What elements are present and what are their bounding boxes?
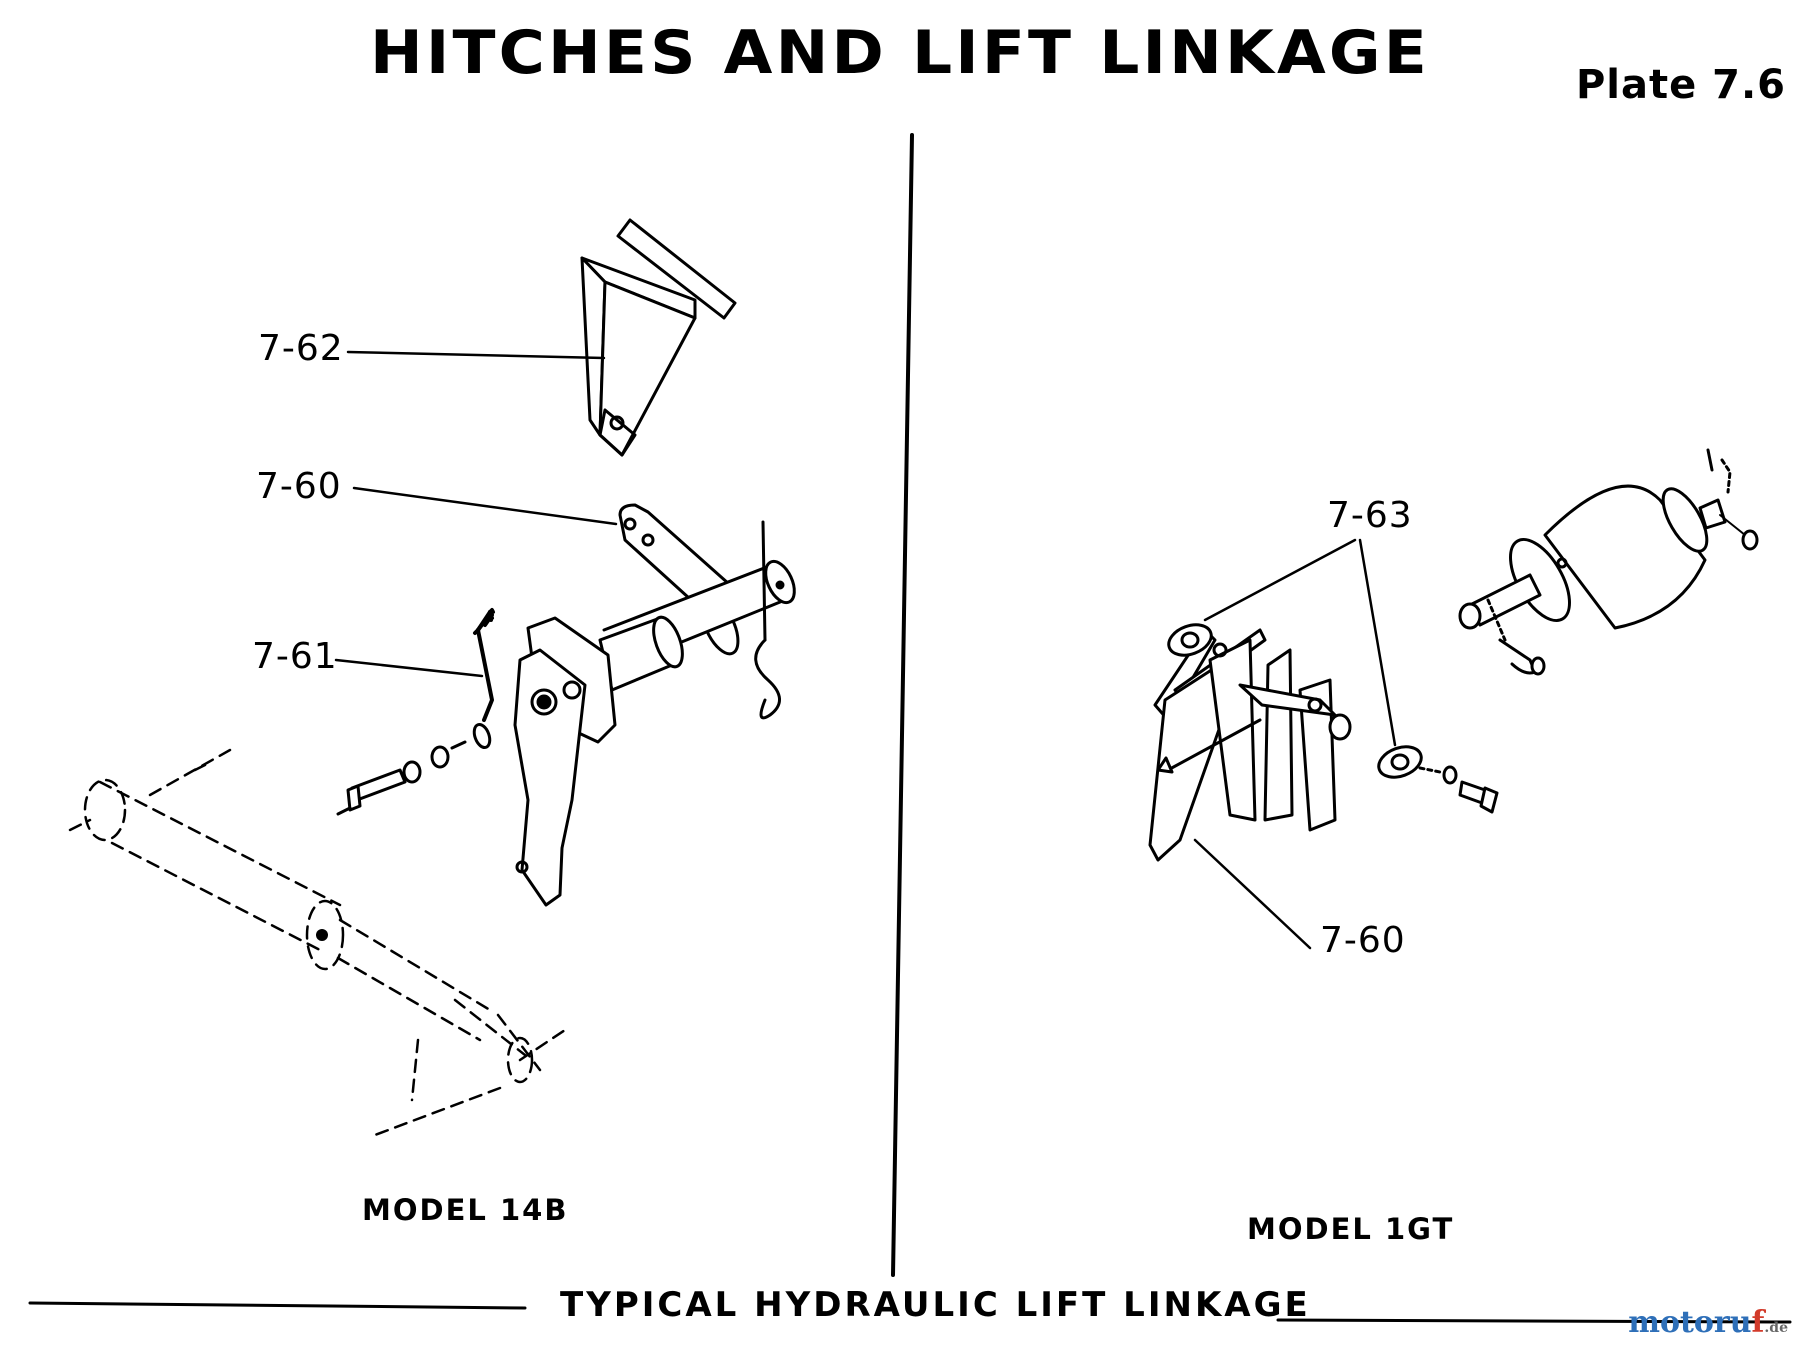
leader-7-60-right bbox=[1193, 838, 1312, 950]
callout-7-60-left: 7-60 bbox=[256, 466, 342, 507]
cylinder-pin bbox=[316, 929, 328, 941]
rockshaft-arm bbox=[513, 616, 617, 907]
bolt-assembly-right bbox=[1418, 765, 1499, 814]
hairpin-cotter-left bbox=[754, 520, 781, 720]
leader-7-60-left bbox=[352, 486, 618, 526]
bolt-assembly-left bbox=[336, 740, 467, 816]
panel-divider bbox=[891, 133, 914, 1277]
leader-7-61 bbox=[334, 658, 484, 678]
bushings-7-63 bbox=[1167, 623, 1423, 779]
caption-rule-left bbox=[28, 1301, 527, 1310]
hydraulic-cylinder-right bbox=[1458, 448, 1759, 676]
footer-caption: TYPICAL HYDRAULIC LIFT LINKAGE bbox=[560, 1285, 1311, 1325]
lift-arm-7-60 bbox=[598, 503, 796, 692]
leader-7-63-a bbox=[1203, 538, 1357, 622]
model-label-right: MODEL 1GT bbox=[1247, 1212, 1455, 1246]
callout-7-60-right: 7-60 bbox=[1320, 920, 1406, 961]
callout-7-62: 7-62 bbox=[258, 328, 344, 369]
hydraulic-cylinder-dashed bbox=[68, 748, 567, 1137]
model-label-left: MODEL 14B bbox=[362, 1193, 569, 1227]
plate-number: Plate 7.6 bbox=[1575, 62, 1786, 108]
watermark-logo: motoruf.de bbox=[1628, 1305, 1788, 1340]
watermark-accent: f bbox=[1751, 1305, 1765, 1340]
leader-7-62 bbox=[346, 350, 606, 360]
watermark-suffix: .de bbox=[1764, 1320, 1788, 1336]
callout-7-63: 7-63 bbox=[1327, 495, 1413, 536]
page-title: HITCHES AND LIFT LINKAGE bbox=[370, 18, 1430, 88]
bracket-7-62 bbox=[580, 218, 737, 457]
caption-rule-right bbox=[1276, 1318, 1792, 1324]
lift-linkage-frame bbox=[1148, 628, 1352, 862]
rod-7-61 bbox=[472, 608, 495, 750]
callout-7-61: 7-61 bbox=[252, 636, 338, 677]
leader-7-63-b bbox=[1358, 538, 1397, 747]
watermark-main: motoru bbox=[1628, 1305, 1752, 1340]
